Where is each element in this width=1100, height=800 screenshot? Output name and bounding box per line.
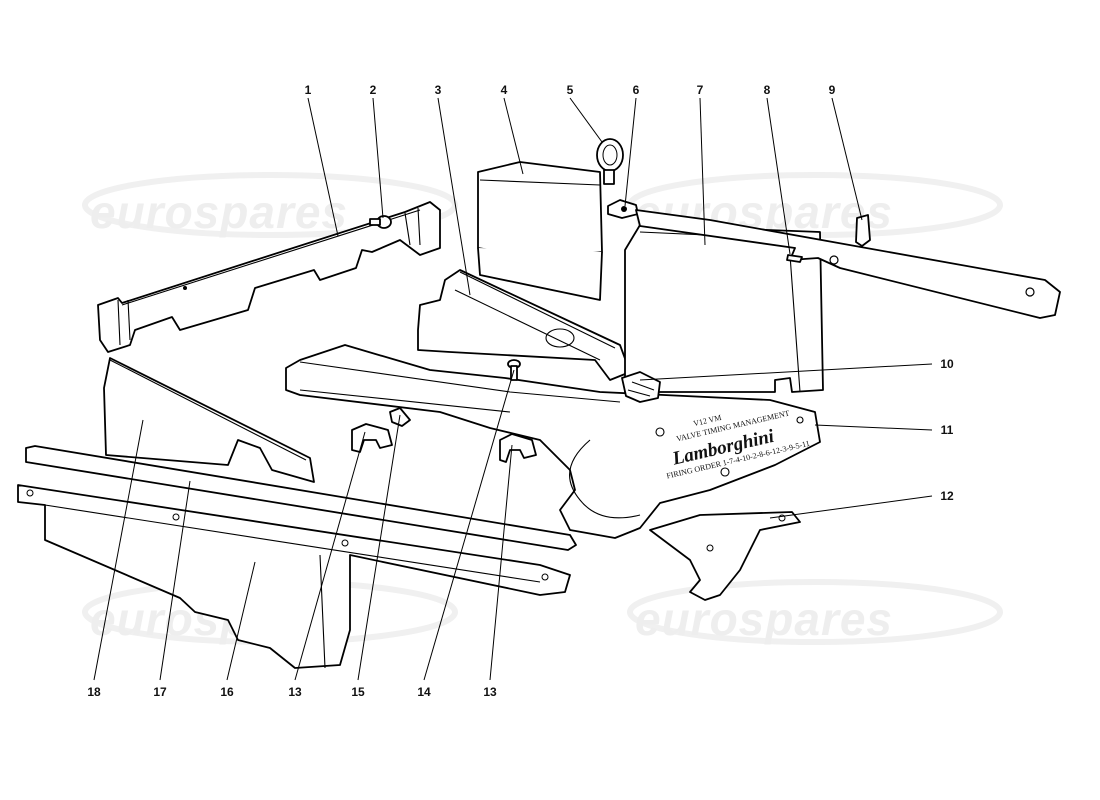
callout-18: 18 bbox=[87, 685, 101, 699]
callout-11: 11 bbox=[941, 423, 954, 437]
callout-5: 5 bbox=[567, 83, 574, 97]
leader-lines bbox=[93, 97, 933, 681]
part-7-right-cover[interactable] bbox=[624, 209, 1061, 393]
callout-8: 8 bbox=[764, 83, 771, 97]
callout-13: 13 bbox=[288, 685, 302, 699]
part-1-upper-left-rail[interactable] bbox=[97, 201, 441, 353]
part-14-bolt[interactable] bbox=[507, 359, 521, 381]
part-11-engine-cover-tray[interactable]: V12 VM VALVE TIMING MANAGEMENT Lamborghi… bbox=[285, 344, 821, 539]
part-13-bracket-left[interactable] bbox=[351, 423, 393, 453]
callout-14: 14 bbox=[417, 685, 431, 699]
part-5-ring-pin[interactable] bbox=[596, 138, 624, 185]
callout-17: 17 bbox=[153, 685, 167, 699]
part-18-side-panel[interactable] bbox=[103, 357, 315, 483]
callout-13: 13 bbox=[483, 685, 497, 699]
callout-9: 9 bbox=[829, 83, 836, 97]
watermark-text: eurospares bbox=[90, 186, 348, 238]
callouts: 1 2 3 4 5 6 7 8 9 10 11 12 13 13 14 15 1… bbox=[87, 83, 954, 699]
callout-4: 4 bbox=[501, 83, 508, 97]
part-4-upper-cover[interactable] bbox=[477, 161, 603, 301]
callout-7: 7 bbox=[697, 83, 704, 97]
part-17-long-strip[interactable] bbox=[25, 445, 577, 551]
callout-1: 1 bbox=[305, 83, 312, 97]
callout-2: 2 bbox=[370, 83, 377, 97]
callout-12: 12 bbox=[940, 489, 954, 503]
watermark-text: eurospares bbox=[635, 593, 893, 645]
part-16-bottom-panel[interactable] bbox=[17, 484, 571, 669]
part-12-lower-bracket[interactable] bbox=[649, 511, 801, 601]
callout-10: 10 bbox=[940, 357, 954, 371]
callout-3: 3 bbox=[435, 83, 442, 97]
callout-15: 15 bbox=[351, 685, 365, 699]
callout-16: 16 bbox=[220, 685, 234, 699]
part-9-bracket[interactable] bbox=[855, 214, 871, 247]
callout-6: 6 bbox=[633, 83, 640, 97]
part-8-pin[interactable] bbox=[786, 254, 803, 263]
part-13-bracket-right[interactable] bbox=[499, 433, 537, 463]
part-2-bolt[interactable] bbox=[369, 215, 392, 229]
